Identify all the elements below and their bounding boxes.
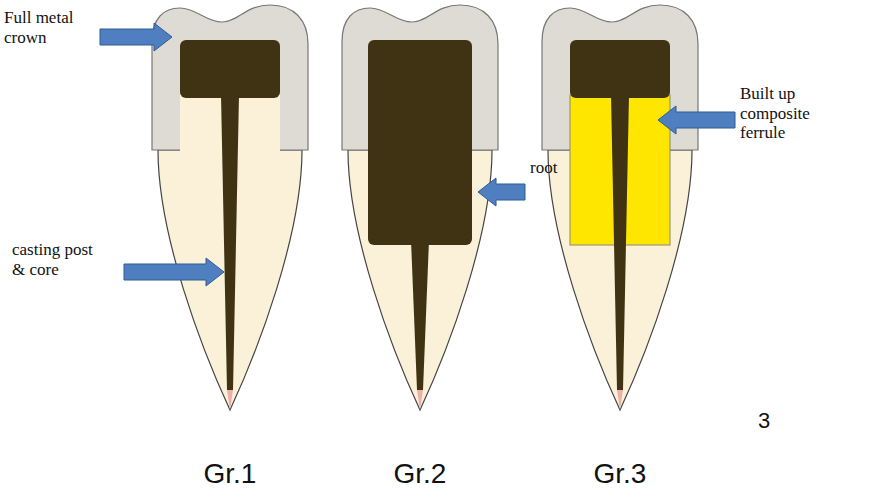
group-label: Gr.3 bbox=[560, 458, 680, 490]
callout-number: 3 bbox=[758, 408, 788, 433]
tooth-gr3 bbox=[542, 5, 698, 410]
leader-arrows bbox=[100, 23, 735, 286]
tooth-gr2 bbox=[342, 5, 498, 410]
part-label: casting post & core bbox=[12, 240, 96, 279]
group-label: Gr.2 bbox=[360, 458, 480, 490]
part-label: Full metal crown bbox=[4, 8, 94, 47]
tooth-gr1 bbox=[152, 5, 308, 410]
part-label: Built up composite ferrule bbox=[740, 84, 832, 143]
part-label: root bbox=[530, 158, 590, 178]
group-label: Gr.1 bbox=[170, 458, 290, 490]
